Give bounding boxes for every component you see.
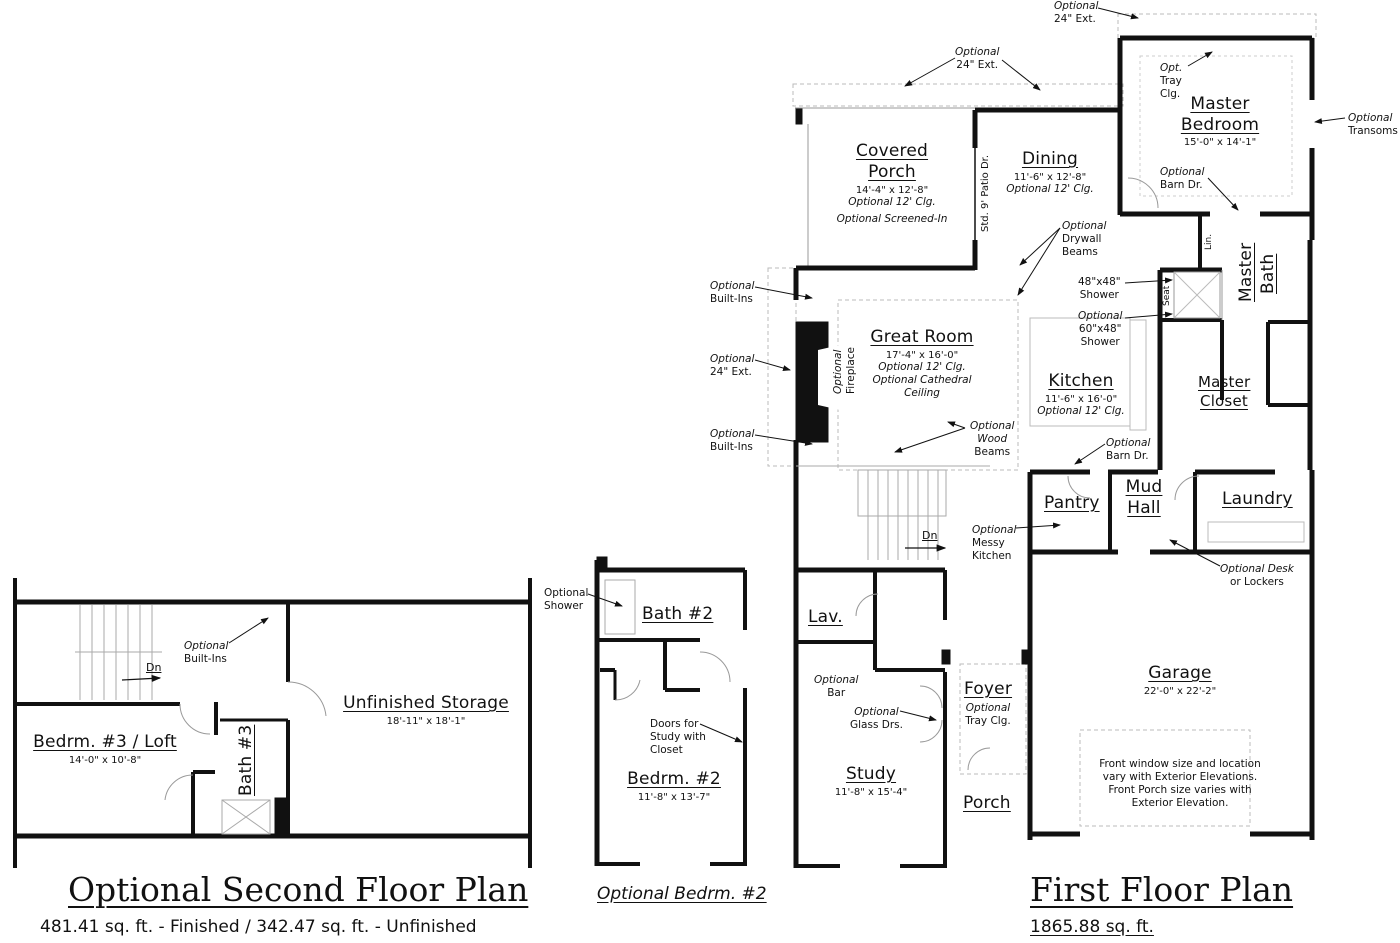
room-laundry: Laundry <box>1222 489 1293 509</box>
garage-note: Front window size and location vary with… <box>1099 758 1261 810</box>
room-covered-porch: Covered Porch 14'-4" x 12'-8" Optional 1… <box>836 141 948 225</box>
room-dining: Dining 11'-6" x 12'-8" Optional 12' Clg. <box>1006 149 1094 195</box>
note-wood-beams: Optional Wood Beams <box>970 420 1015 459</box>
note-built-ins-top: Optional Built-Ins <box>710 280 755 306</box>
room-master-closet: Master Closet <box>1198 373 1251 410</box>
note-barn-dr-pantry: Optional Barn Dr. <box>1106 437 1151 463</box>
note-optional-bar: Optional Bar <box>814 674 859 700</box>
note-linen: Lin. <box>1204 233 1214 250</box>
optional-bedroom2-title: Optional Bedrm. #2 <box>597 884 767 904</box>
note-desk-lockers: Optional Desk or Lockers <box>1220 563 1294 589</box>
note-seat: Seat <box>1162 285 1172 306</box>
second-floor-title: Optional Second Floor Plan <box>68 870 529 909</box>
room-great-room: Great Room 17'-4" x 16'-0" Optional 12' … <box>870 327 974 399</box>
stairs-down-label: Dn <box>922 529 938 542</box>
first-floor-walls <box>767 13 1317 868</box>
note-shower-60: Optional 60"x48" Shower <box>1078 310 1123 349</box>
room-porch: Porch <box>963 793 1011 813</box>
room-study: Study 11'-8" x 15'-4" <box>834 764 908 798</box>
note-fireplace-2: Fireplace <box>845 347 857 394</box>
note-fireplace-1: Optional <box>832 349 844 394</box>
note-optional-shower: Optional Shower <box>544 587 589 613</box>
room-bath2: Bath #2 <box>642 604 714 624</box>
annotation-arrows <box>228 7 1346 743</box>
note-shower-48: 48"x48" Shower <box>1078 276 1121 302</box>
room-garage: Garage 22'-0" x 22'-2" <box>1143 663 1217 697</box>
room-bedroom2: Bedrm. #2 11'-8" x 13'-7" <box>627 769 721 803</box>
note-messy-kitchen: Optional Messy Kitchen <box>972 524 1017 563</box>
first-floor-area: 1865.88 sq. ft. <box>1030 917 1154 937</box>
note-tray-clg: Opt. Tray Clg. <box>1160 62 1183 101</box>
room-master-bath-name1: Master <box>1236 242 1256 302</box>
stairs-down-label-second: Dn <box>146 661 162 674</box>
note-ext-left: Optional 24" Ext. <box>710 353 755 379</box>
note-ext-top-mid: Optional 24" Ext. <box>955 46 1000 72</box>
note-barn-dr-master: Optional Barn Dr. <box>1160 166 1205 192</box>
note-doors-study: Doors for Study with Closet <box>650 718 706 757</box>
note-ext-top-right: Optional 24" Ext. <box>1054 0 1099 26</box>
room-unfinished-storage: Unfinished Storage 18'-11" x 18'-1" <box>343 693 509 727</box>
room-bedroom3-loft: Bedrm. #3 / Loft 14'-0" x 10'-8" <box>33 732 177 766</box>
note-transoms: Optional Transoms <box>1348 112 1398 138</box>
room-mud-hall: Mud Hall <box>1125 477 1163 518</box>
room-lav: Lav. <box>808 607 843 627</box>
room-kitchen: Kitchen 11'-6" x 16'-0" Optional 12' Clg… <box>1037 371 1125 417</box>
note-built-ins-bottom: Optional Built-Ins <box>710 428 755 454</box>
note-patio-door: Std. 9' Patio Dr. <box>980 154 991 232</box>
second-floor-area: 481.41 sq. ft. - Finished / 342.47 sq. f… <box>40 917 477 937</box>
bedroom2-walls <box>594 556 747 866</box>
room-bath3: Bath #3 <box>236 724 256 796</box>
room-foyer: Foyer Optional Tray Clg. <box>963 679 1013 727</box>
second-floor-walls <box>13 578 532 868</box>
first-floor-title: First Floor Plan <box>1030 870 1294 909</box>
room-master-bath-name2: Bath <box>1258 253 1278 294</box>
note-built-ins-second: Optional Built-Ins <box>184 640 229 666</box>
note-drywall-beams: Optional Drywall Beams <box>1062 220 1107 259</box>
note-glass-doors: Optional Glass Drs. <box>850 706 903 732</box>
room-master-bedroom: Master Bedroom 15'-0" x 14'-1" <box>1180 94 1260 149</box>
room-pantry: Pantry <box>1044 493 1100 513</box>
